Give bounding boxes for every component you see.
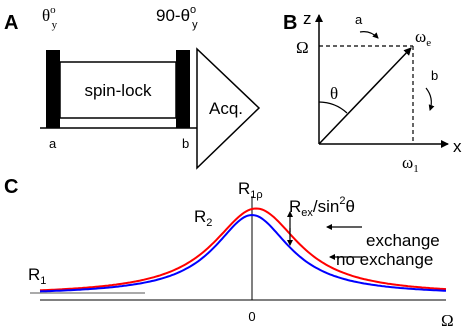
path-a-arrow [359, 31, 379, 39]
effective-field-vector [318, 47, 412, 145]
omega-axis-label: Ω [441, 311, 454, 326]
legend-exchange: exchange [366, 231, 440, 250]
point-a-label: a [49, 136, 57, 151]
exchange-curve [39, 207, 447, 292]
theta-arc [318, 101, 348, 114]
panel-label-b: B [283, 12, 297, 34]
spinlock-block [59, 61, 177, 119]
panel-label-a: A [4, 12, 18, 34]
omega-label: Ω [296, 38, 309, 57]
r1-label: R1 [28, 265, 46, 287]
theta-label: θ [330, 84, 338, 103]
r2-label: R2 [194, 207, 212, 229]
spinlock-label: spin-lock [84, 81, 152, 100]
relaxation-plot: R1ρ R2 R1 Rex/sin2θ exchange no exchange… [28, 179, 454, 326]
omega-e-label: ωe [415, 27, 431, 49]
no-exchange-curve [39, 213, 446, 293]
point-b-label: b [182, 136, 189, 151]
path-a-label: a [355, 12, 363, 27]
rex-label: Rex/sin2θ [289, 195, 355, 219]
omega-1-label: ω1 [402, 153, 419, 175]
acq-label: Acq. [209, 99, 243, 118]
x-axis-label: x [453, 137, 462, 156]
legend-no-exchange: no exchange [336, 250, 433, 269]
vector-diagram: z x θ Ω ωe ω1 a b [296, 9, 462, 175]
path-b-arrow [425, 87, 435, 111]
second-pulse-block [176, 50, 190, 128]
path-b-label: b [431, 68, 438, 83]
z-axis-label: z [303, 9, 312, 28]
acquisition-triangle [196, 47, 261, 170]
zero-tick-label: 0 [248, 309, 255, 324]
panel-label-c: C [4, 176, 18, 198]
first-pulse-block [46, 50, 60, 128]
r1rho-label: R1ρ [238, 179, 263, 201]
